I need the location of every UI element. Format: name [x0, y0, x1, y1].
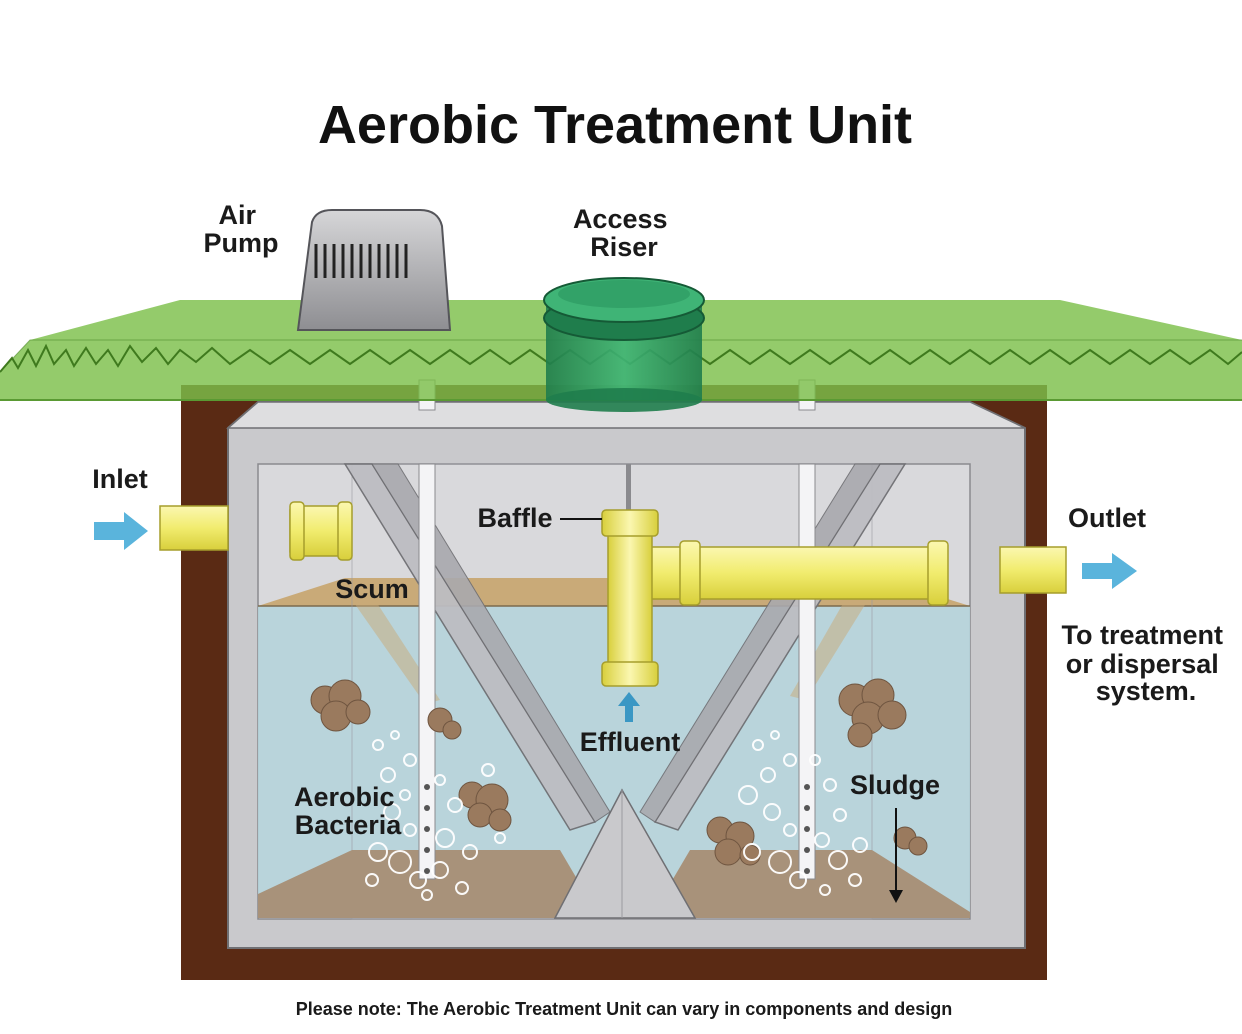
inlet-label: Inlet — [92, 464, 148, 494]
air-bubbles — [365, 730, 868, 901]
access-riser-label: Access Riser — [573, 204, 675, 262]
outlet-label: Outlet — [1068, 503, 1146, 533]
sludge-floor-right — [650, 850, 970, 918]
inlet-pipe — [159, 501, 353, 561]
air-pump-label: Air Pump — [203, 200, 278, 258]
baffle-label: Baffle — [477, 503, 552, 533]
air-pump — [296, 209, 452, 331]
footnote: Please note: The Aerobic Treatment Unit … — [296, 999, 952, 1019]
sludge-floor-left — [258, 850, 600, 918]
center-cone — [553, 788, 697, 919]
aerobic-bacteria-label: Aerobic Bacteria — [294, 782, 402, 840]
sludge-label: Sludge — [850, 770, 940, 800]
effluent-arrow-icon — [618, 692, 640, 722]
baffle-assembly — [601, 509, 949, 687]
scum-label: Scum — [335, 574, 409, 604]
access-riser — [543, 277, 705, 412]
outlet-arrow-icon — [1082, 553, 1137, 589]
effluent-label: Effluent — [580, 727, 681, 757]
baffle-rod — [626, 464, 631, 516]
diagram-title: Aerobic Treatment Unit — [318, 95, 912, 155]
sludge-arrow-icon — [889, 808, 903, 903]
outlet-pipe — [999, 546, 1067, 594]
destination-label: To treatment or dispersal system. — [1061, 620, 1230, 706]
inlet-arrow-icon — [94, 512, 148, 550]
